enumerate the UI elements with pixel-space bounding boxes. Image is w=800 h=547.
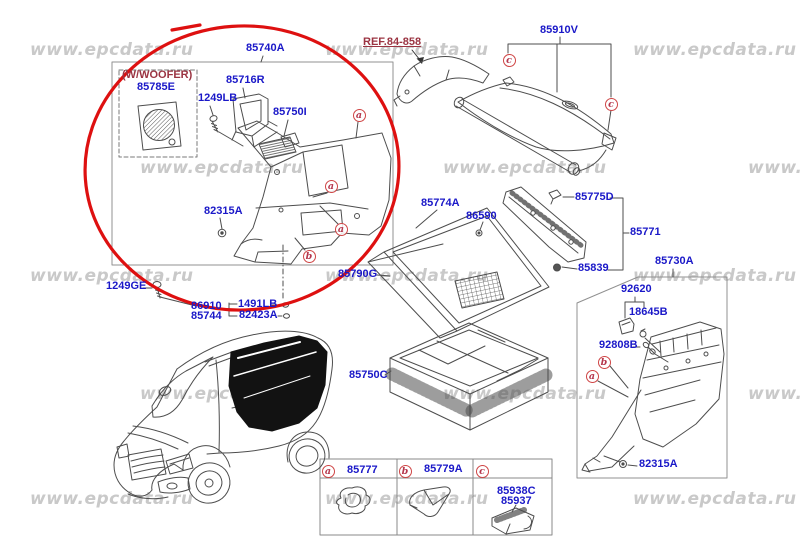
watermark: www.epcdata.ru: [325, 40, 489, 60]
part-label-85740a: 85740A: [246, 42, 285, 54]
luggage-side-trim-lh-group: [576, 268, 728, 479]
part-label-86910: 86910: [191, 300, 222, 312]
part-label-1249ge: 1249GE: [106, 280, 147, 292]
legend-c-number-1: 85938C: [497, 485, 536, 497]
part-label-85839: 85839: [578, 262, 609, 274]
part-label-85910v: 85910V: [540, 24, 578, 36]
ref-link-84-858[interactable]: REF.84-858: [363, 36, 422, 48]
watermark: www.epcdata.ru: [633, 40, 797, 60]
part-label-85716r: 85716R: [226, 74, 265, 86]
part-label-85750c: 85750C: [349, 369, 388, 381]
part-label-82423a: 82423A: [239, 309, 278, 321]
watermark: www.epcdata.ru: [30, 489, 194, 509]
legend-table: [319, 458, 553, 536]
watermark: www.epcdata.ru: [443, 158, 607, 178]
watermark: www.epcdata.ru: [633, 266, 797, 286]
part-label-85771: 85771: [630, 226, 661, 238]
part-label-1491lb: 1491LB: [238, 298, 278, 310]
part-label-1249lb: 1249LB: [198, 92, 238, 104]
cargo-cover-group: [453, 36, 617, 176]
part-label-85744: 85744: [191, 310, 222, 322]
part-label-85750i: 85750I: [273, 106, 307, 118]
callout-a: a: [585, 369, 599, 383]
callout-a: a: [352, 108, 366, 122]
watermark: www.epcdata.ru: [633, 489, 797, 509]
part-label-92808b: 92808B: [599, 339, 638, 351]
part-label-82315a-left: 82315A: [204, 205, 243, 217]
legend-c-number-2: 85937: [501, 495, 532, 507]
part-label-85775d: 85775D: [575, 191, 614, 203]
floor-parts-group: [367, 186, 630, 431]
watermark: www.epcdata.ru: [748, 384, 800, 404]
part-label-86590: 86590: [466, 210, 497, 222]
woofer-note: (W/WOOFER): [122, 69, 193, 81]
callout-b: b: [597, 355, 611, 369]
part-label-85790g: 85790G: [338, 268, 378, 280]
part-label-82315a-right: 82315A: [639, 458, 678, 470]
part-label-18645b: 18645B: [629, 306, 668, 318]
part-label-85774a: 85774A: [421, 197, 460, 209]
callout-c: c: [604, 97, 618, 111]
part-label-85785e: 85785E: [137, 81, 175, 93]
part-label-92620: 92620: [621, 283, 652, 295]
callout-c: c: [502, 53, 516, 67]
callout-a: a: [334, 222, 348, 236]
ref-trim-group: [393, 49, 490, 107]
luggage-side-trim-rh-group: [111, 55, 394, 319]
watermark: www.epcdata.ru: [140, 158, 304, 178]
legend-a-number: 85777: [347, 464, 378, 476]
highlight-ellipse: [83, 23, 401, 312]
legend-callout-c: c: [475, 464, 489, 478]
callout-a: a: [324, 179, 338, 193]
legend-callout-b: b: [398, 464, 412, 478]
legend-b-number: 85779A: [424, 463, 463, 475]
part-label-85730a: 85730A: [655, 255, 694, 267]
vehicle-drawing: [113, 330, 333, 504]
watermark: www.epcdata.ru: [30, 266, 194, 286]
callout-b: b: [302, 249, 316, 263]
watermark: www.epcdata.ru: [748, 158, 800, 178]
legend-callout-a: a: [321, 464, 335, 478]
watermark: www.epcdata.ru: [30, 40, 194, 60]
